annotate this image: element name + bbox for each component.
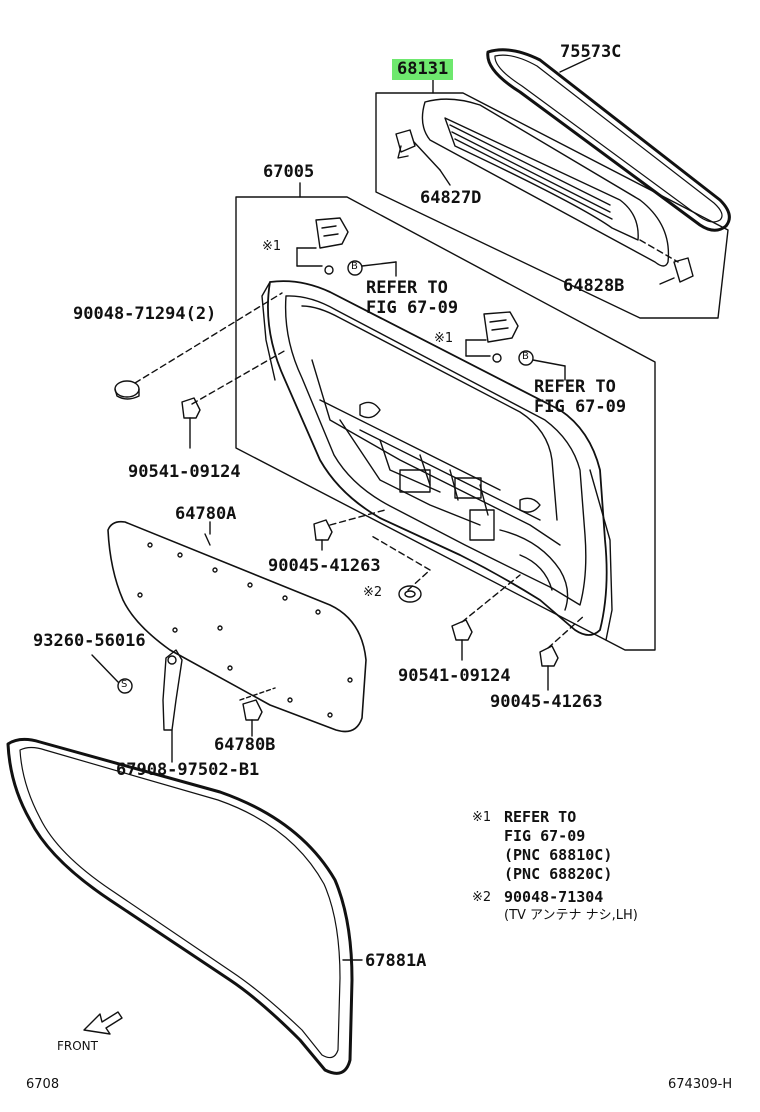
part-label-90541-09124-a[interactable]: 90541-09124 (128, 462, 241, 482)
legend-mark-1: ※1 (472, 810, 492, 825)
part-label-75573c[interactable]: 75573C (560, 42, 622, 62)
legend-tv-antenna-note: (TV アンテナ ナシ,LH) (504, 908, 638, 923)
part-label-64828b[interactable]: 64828B (563, 276, 625, 296)
fig-ref-link-1[interactable]: FIG 67-09 (366, 298, 459, 318)
note-mark-2a: ※2 (363, 585, 383, 600)
legend-refer-to: REFER TO (504, 808, 577, 826)
circle-b-marker-b: B (522, 351, 529, 362)
note-mark-1a: ※1 (262, 239, 282, 254)
refer-to-text-1: REFER TO (366, 278, 448, 298)
part-label-90045-41263-a[interactable]: 90045-41263 (268, 556, 381, 576)
legend-part-90048-71304[interactable]: 90048-71304 (504, 888, 604, 906)
part-label-68131[interactable]: 68131 (392, 59, 454, 80)
legend-pnc-2: (PNC 68820C) (504, 865, 613, 883)
legend-mark-2: ※2 (472, 890, 492, 905)
part-label-64780a[interactable]: 64780A (175, 504, 237, 524)
legend-pnc-1: (PNC 68810C) (504, 846, 613, 864)
legend-fig-ref-link[interactable]: FIG 67-09 (504, 827, 586, 845)
part-label-64827d[interactable]: 64827D (420, 188, 482, 208)
part-label-93260-56016[interactable]: 93260-56016 (33, 631, 146, 651)
footer-figure-code: 674309-H (668, 1077, 733, 1092)
circle-b-marker-a: B (351, 261, 358, 272)
part-label-90048-71294[interactable]: 90048-71294(2) (73, 304, 217, 324)
part-label-67881a[interactable]: 67881A (365, 951, 427, 971)
front-arrow-label: FRONT (57, 1039, 98, 1053)
footer-page-code: 6708 (26, 1077, 60, 1092)
fig-ref-link-2[interactable]: FIG 67-09 (534, 397, 627, 417)
part-label-67005[interactable]: 67005 (263, 162, 315, 182)
part-label-64780b[interactable]: 64780B (214, 735, 276, 755)
part-label-90541-09124-b[interactable]: 90541-09124 (398, 666, 511, 686)
circle-s-marker: S (121, 679, 128, 690)
note-mark-1b: ※1 (434, 331, 454, 346)
refer-to-text-2: REFER TO (534, 377, 616, 397)
part-label-67908[interactable]: 67908-97502-B1 (116, 760, 260, 780)
part-label-90045-41263-b[interactable]: 90045-41263 (490, 692, 603, 712)
